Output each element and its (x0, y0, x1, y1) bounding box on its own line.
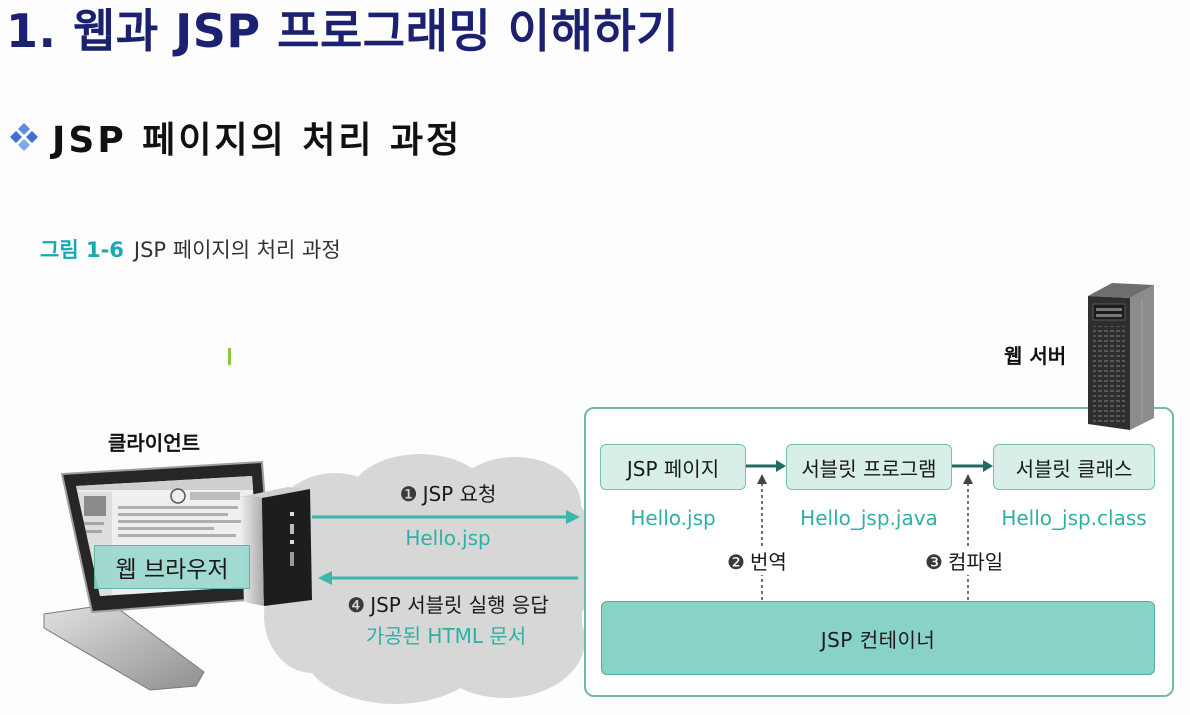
compile-dashed-arrow (963, 474, 973, 600)
stage-file-java: Hello_jsp.java (800, 506, 938, 530)
response-file: 가공된 HTML 문서 (365, 624, 527, 648)
request-arrow (312, 510, 580, 524)
step-marker: ❸ (925, 550, 943, 574)
step-marker: ❶ (399, 482, 418, 506)
arrow-program-to-class (952, 460, 993, 472)
stage-servlet-class: 서블릿 클래스 (993, 444, 1155, 490)
stage-jsp-page: JSP 페이지 (600, 444, 746, 490)
web-browser-label: 웹 브라우저 (94, 545, 250, 589)
web-server-label: 웹 서버 (1004, 344, 1067, 368)
figure-caption-text: JSP 페이지의 처리 과정 (133, 238, 341, 262)
jsp-container-box: JSP 컨테이너 (601, 601, 1155, 675)
arrow-page-to-program (746, 460, 786, 472)
request-file: Hello.jsp (405, 526, 491, 550)
request-label-text: JSP 요청 (422, 482, 497, 506)
stage-servlet-program: 서블릿 프로그램 (786, 444, 952, 490)
page-title: 1. 웹과 JSP 프로그래밍 이해하기 (6, 4, 680, 58)
step-marker: ❷ (727, 550, 745, 574)
translate-dashed-arrow (757, 474, 767, 600)
response-arrow (318, 571, 578, 585)
stage-file-jsp: Hello.jsp (630, 506, 716, 530)
step-translate-text: 번역 (749, 550, 787, 574)
figure-caption: 그림 1-6 JSP 페이지의 처리 과정 (40, 236, 341, 264)
section-heading: JSP 페이지의 처리 과정 (8, 112, 462, 162)
figure-number: 그림 1-6 (40, 238, 124, 262)
response-label-text: JSP 서블릿 실행 응답 (370, 593, 549, 617)
cursor-mark (228, 348, 231, 365)
step-compile-text: 컴파일 (947, 550, 1004, 574)
diamond-bullet-icon (10, 123, 38, 151)
web-server-icon (1088, 283, 1154, 430)
client-label: 클라이언트 (108, 431, 200, 455)
section-title: JSP 페이지의 처리 과정 (52, 120, 463, 161)
step-marker: ❹ (347, 593, 366, 617)
stage-file-class: Hello_jsp.class (1001, 506, 1147, 530)
